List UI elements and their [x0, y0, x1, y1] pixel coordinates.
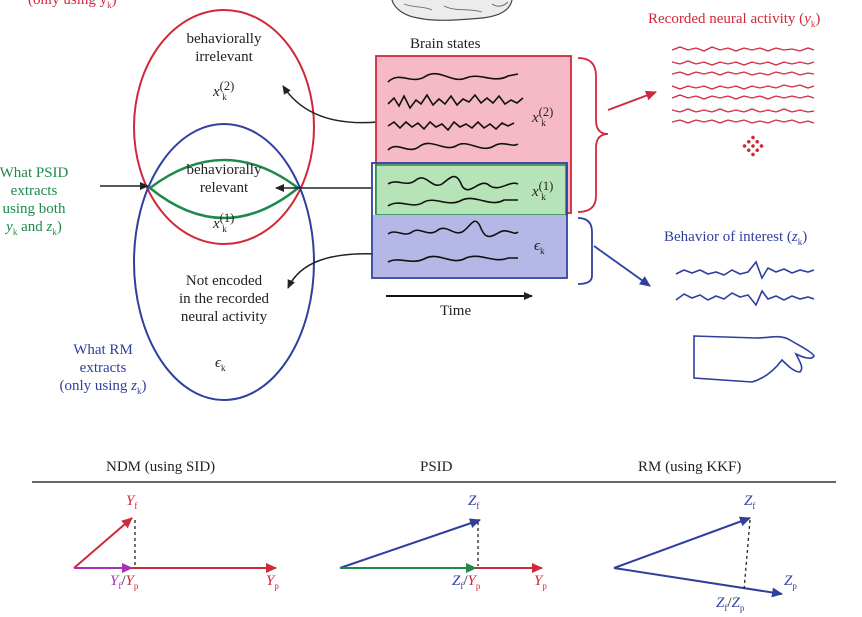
rm-caption: What RM extracts (only using zk) — [59, 342, 147, 396]
x1-venn-label: x(1)k — [213, 211, 235, 234]
behavior-traces — [675, 260, 815, 307]
rm-vectors — [613, 516, 783, 598]
brain-traces — [387, 72, 524, 263]
x2-venn-label: x(2)k — [213, 79, 235, 102]
rm-projection-label: Zf/Zp — [716, 595, 745, 613]
rm-title: RM (using KKF) — [638, 459, 742, 475]
irrelevant-label: behaviorally irrelevant — [186, 31, 262, 65]
neural-ellipse — [133, 9, 315, 245]
hand-icon — [693, 335, 815, 383]
ndm-vectors — [73, 517, 277, 573]
brain-states-title: Brain states — [410, 36, 481, 52]
not-encoded-label: Not encoded in the recorded neural activ… — [179, 273, 269, 325]
rm-zp-label: Zp — [784, 573, 797, 591]
time-label: Time — [440, 303, 472, 319]
neural-activity-label: Recorded neural activity (yk) — [648, 11, 821, 29]
psid-vectors — [339, 518, 543, 573]
relevant-label: behaviorally relevant — [186, 162, 262, 196]
ndm-yp-label: Yp — [266, 573, 279, 591]
rm-zf-label: Zf — [744, 493, 756, 511]
x2-box-label: x(2)k — [532, 105, 554, 128]
x1-box — [375, 164, 567, 216]
psid-projection-label: Zf/Yp — [452, 573, 481, 591]
ndm-projection-label: Yf/Yp — [110, 573, 139, 591]
psid-zf-label: Zf — [468, 493, 480, 511]
ndm-title: NDM (using SID) — [106, 459, 216, 475]
eps-box — [371, 162, 568, 279]
blue-brace — [577, 217, 593, 285]
x1-box-label: x(1)k — [532, 179, 554, 202]
psid-title: PSID — [420, 459, 453, 475]
behavior-label: Behavior of interest (zk) — [664, 229, 808, 247]
psid-yp-label: Yp — [534, 573, 547, 591]
eps-venn-label: ϵk — [215, 355, 226, 373]
brain-sketch — [391, 0, 513, 21]
neural-extract-caption: (only using yk) — [28, 0, 117, 10]
psid-caption: What PSID extracts using both yk and zk) — [0, 165, 69, 237]
electrode-grid — [742, 135, 764, 157]
neural-traces — [671, 46, 815, 124]
eps-box-label: ϵk — [534, 238, 545, 256]
red-brace — [577, 57, 609, 213]
ndm-yf-label: Yf — [126, 493, 138, 511]
